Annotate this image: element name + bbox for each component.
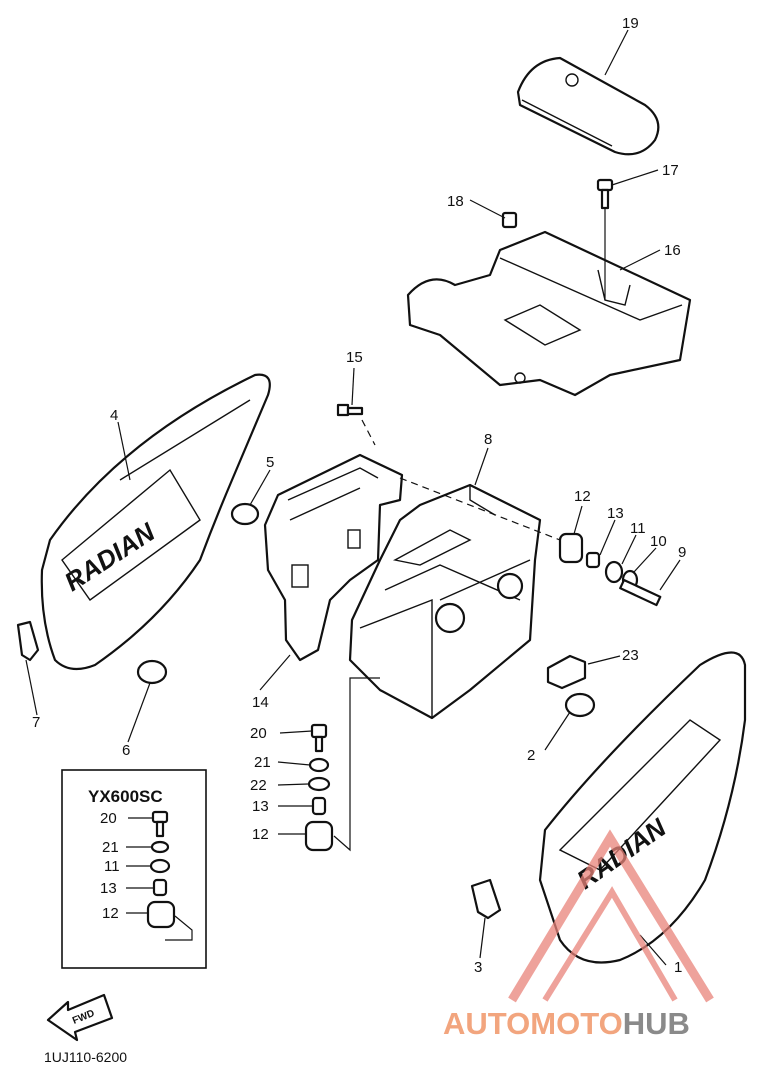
- callout-9: 9: [678, 544, 686, 561]
- grommet-2-part: [564, 692, 596, 718]
- diagram-code: 1UJ110-6200: [44, 1049, 127, 1065]
- hardware-stack-part: [304, 677, 380, 852]
- watermark-text: AUTOMOTOHUB: [443, 1006, 690, 1041]
- callout-15: 15: [346, 349, 363, 366]
- screw-15-part: [336, 403, 364, 417]
- callout-13-left: 13: [252, 798, 269, 815]
- bracket-part: [263, 453, 404, 662]
- battery-tray-part: [406, 230, 692, 397]
- callout-12-left: 12: [252, 826, 269, 843]
- callout-19: 19: [622, 15, 639, 32]
- washer-11-part: [604, 560, 624, 584]
- left-side-cover-part: RADIAN: [40, 373, 271, 671]
- clip-3-part: [470, 878, 502, 920]
- inset-callout-11: 11: [104, 858, 120, 875]
- callout-18: 18: [447, 193, 464, 210]
- callout-16: 16: [664, 242, 681, 259]
- inset-callout-12: 12: [102, 905, 119, 922]
- callout-11-right: 11: [630, 520, 646, 537]
- callout-17: 17: [662, 162, 679, 179]
- callout-labels: 19 17 18 16 15 4 5 8 12 13 11 10 9 7 6 1…: [32, 15, 686, 976]
- bolt-18-part: [501, 211, 518, 229]
- yx600sc-inset: YX600SC 20 21 11 13 12: [61, 769, 207, 969]
- callout-7: 7: [32, 714, 40, 731]
- watermark-part1: AUTOMOTO: [443, 1006, 623, 1041]
- callout-1: 1: [674, 959, 682, 976]
- inset-title: YX600SC: [88, 787, 163, 806]
- callout-4: 4: [110, 407, 118, 424]
- damper-23-part: [546, 654, 587, 690]
- callout-3: 3: [474, 959, 482, 976]
- fwd-arrow-icon: FWD: [46, 993, 114, 1042]
- callout-13-right: 13: [607, 505, 624, 522]
- watermark-part2: HUB: [623, 1006, 690, 1041]
- callout-10: 10: [650, 533, 667, 550]
- leader-lines: [25, 29, 681, 966]
- collar-13-part: [585, 551, 601, 569]
- seat-pad-part: [516, 56, 660, 156]
- inset-callout-21: 21: [102, 839, 119, 856]
- callout-12-right: 12: [574, 488, 591, 505]
- callout-5: 5: [266, 454, 274, 471]
- callout-22: 22: [250, 777, 267, 794]
- callout-2: 2: [527, 747, 535, 764]
- grommet-6-part: [136, 659, 168, 685]
- inset-callout-20: 20: [100, 810, 117, 827]
- battery-part: [348, 477, 561, 720]
- callout-21: 21: [254, 754, 271, 771]
- watermark-logo: [508, 829, 714, 1003]
- bolt-9-part: [619, 578, 662, 607]
- callout-23: 23: [622, 647, 639, 664]
- clip-7-part: [16, 620, 40, 662]
- inset-callout-13: 13: [100, 880, 117, 897]
- grommet-5-part: [230, 502, 260, 526]
- callout-14: 14: [252, 694, 269, 711]
- callout-20: 20: [250, 725, 267, 742]
- callout-8: 8: [484, 431, 492, 448]
- callout-6: 6: [122, 742, 130, 759]
- grommet-12-part: [558, 532, 584, 564]
